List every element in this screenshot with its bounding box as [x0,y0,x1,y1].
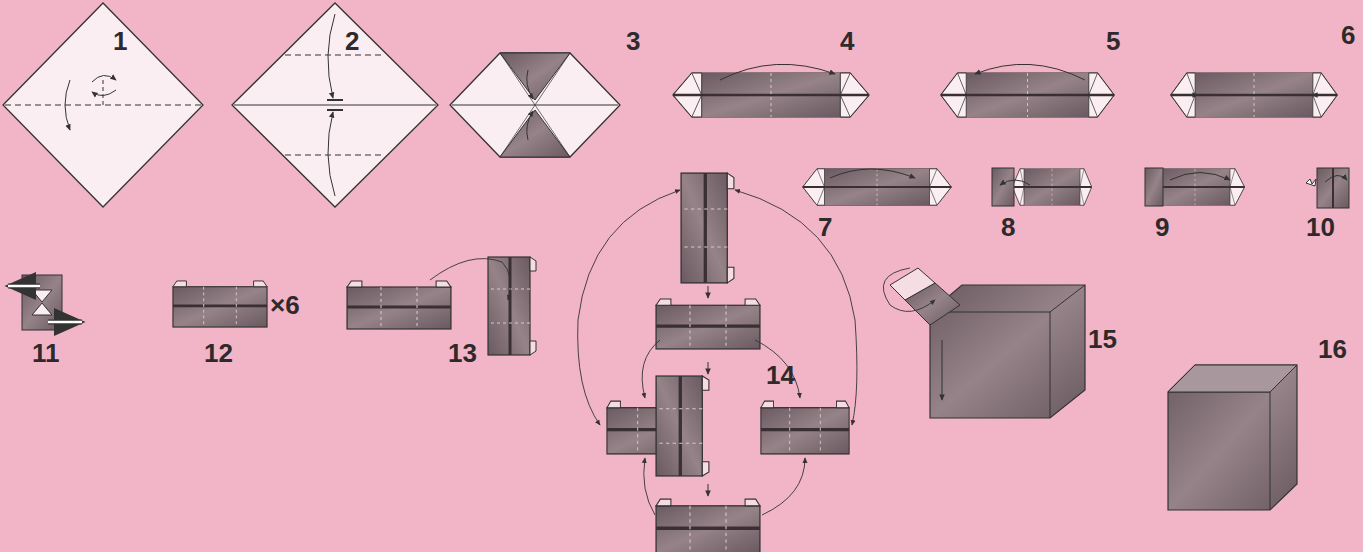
step-number: 7 [818,214,832,240]
step-number: 5 [1106,28,1120,54]
step-number: 15 [1088,326,1117,352]
step-number: 1 [113,28,127,54]
step-number: 12 [204,340,233,366]
step-number: 8 [1001,214,1015,240]
step-number: 14 [766,362,795,388]
step-number: 4 [840,28,854,54]
step-number: 2 [345,28,359,54]
step-number: 13 [448,340,477,366]
step-number: 11 [32,340,60,366]
step-number: 3 [626,28,640,54]
step-number: 16 [1318,336,1347,362]
step-number: 6 [1341,22,1355,48]
step-number: 10 [1306,214,1335,240]
step-number: 9 [1155,214,1169,240]
repeat-count: ×6 [270,292,300,318]
